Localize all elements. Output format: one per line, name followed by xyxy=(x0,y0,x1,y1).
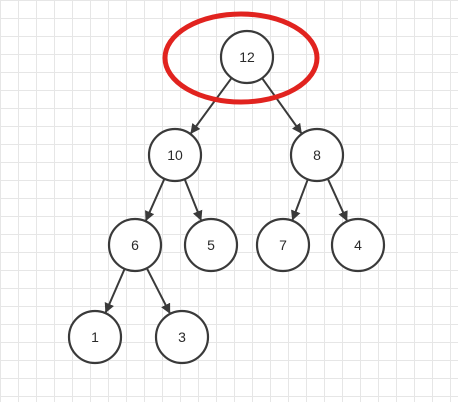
edge-n6-n1 xyxy=(104,268,126,314)
node-label: 6 xyxy=(131,237,139,253)
node-label: 12 xyxy=(239,49,255,65)
tree-node-1: 1 xyxy=(67,309,123,365)
node-circle xyxy=(147,127,203,183)
edge-n10-n5 xyxy=(183,178,203,221)
node-circle xyxy=(67,309,123,365)
edge-n8-n7 xyxy=(291,178,309,221)
tree-node-4: 4 xyxy=(330,217,386,273)
edge-n6-n3 xyxy=(145,267,171,314)
tree-node-7: 7 xyxy=(255,217,311,273)
node-circle xyxy=(154,309,210,365)
edge-n12-n8 xyxy=(261,77,303,134)
node-circle xyxy=(183,217,239,273)
edge-n8-n4 xyxy=(326,178,348,222)
node-label: 1 xyxy=(91,329,99,345)
node-label: 4 xyxy=(354,237,362,253)
node-circle xyxy=(330,217,386,273)
tree-node-6: 6 xyxy=(107,217,163,273)
node-label: 3 xyxy=(178,329,186,345)
node-circle xyxy=(289,127,345,183)
node-circle xyxy=(255,217,311,273)
tree-node-10: 10 xyxy=(147,127,203,183)
tree-node-5: 5 xyxy=(183,217,239,273)
tree-node-8: 8 xyxy=(289,127,345,183)
tree-node-12: 12 xyxy=(219,29,275,85)
tree-nodes: 12 10 8 6 5 7 4 1 3 xyxy=(67,29,386,365)
tree-node-3: 3 xyxy=(154,309,210,365)
edge-n10-n6 xyxy=(145,178,166,222)
node-label: 10 xyxy=(167,147,183,163)
edge-n12-n10 xyxy=(190,77,233,135)
node-label: 8 xyxy=(313,147,321,163)
node-label: 7 xyxy=(279,237,287,253)
highlight-ellipse xyxy=(162,11,320,105)
node-circle xyxy=(107,217,163,273)
node-label: 5 xyxy=(207,237,215,253)
node-circle xyxy=(219,29,275,85)
tree-edges xyxy=(104,77,348,314)
